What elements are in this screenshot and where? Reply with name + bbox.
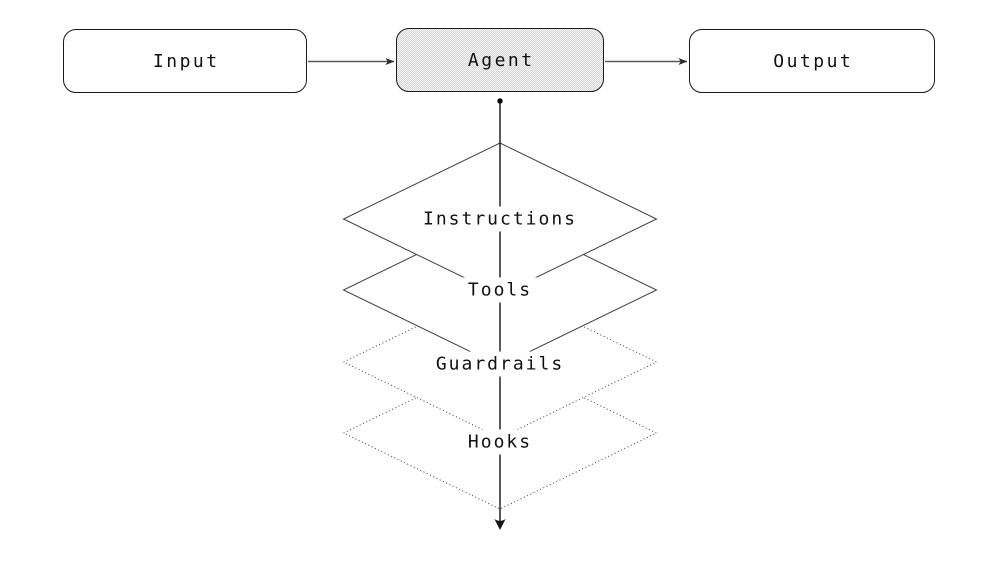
input-node: Input [63,29,307,93]
instructions-layer-label: Instructions [416,206,584,232]
hooks-layer-label: Hooks [461,429,539,455]
output-node: Output [689,29,935,93]
connector-start-dot [497,98,503,104]
agent-node-label: Agent [467,49,535,71]
down-arrowhead-icon [494,519,506,530]
output-node-label: Output [773,50,854,72]
guardrails-layer-label: Guardrails [429,351,571,377]
agent-node: Agent [396,28,604,92]
input-node-label: Input [152,50,220,72]
tools-layer-label: Tools [461,277,539,303]
